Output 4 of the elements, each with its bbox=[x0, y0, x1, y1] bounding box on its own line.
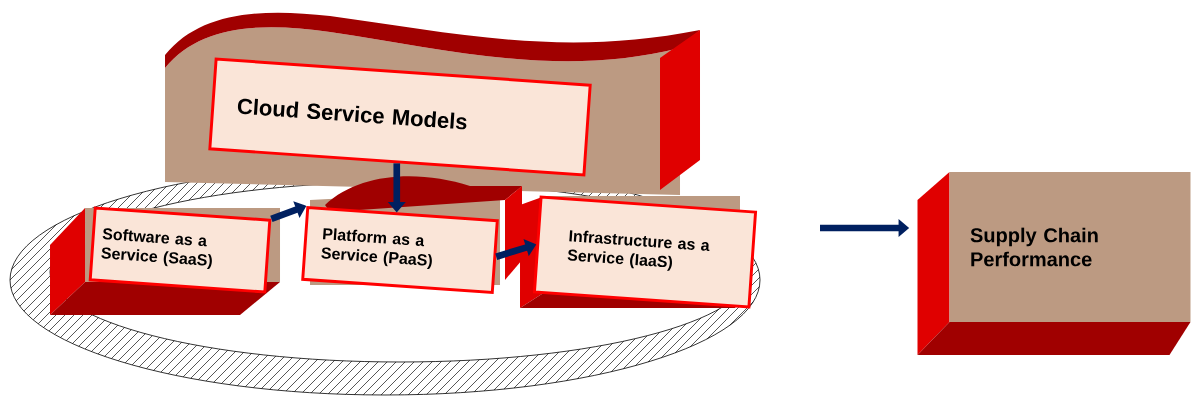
box-3d: Supply Chain Performance bbox=[917, 172, 1191, 355]
service-box: Software as a Service (SaaS) bbox=[88, 206, 272, 294]
service-box: Infrastructure as a Service (IaaS) bbox=[532, 195, 758, 309]
title-box: Cloud Service Models bbox=[208, 57, 592, 177]
